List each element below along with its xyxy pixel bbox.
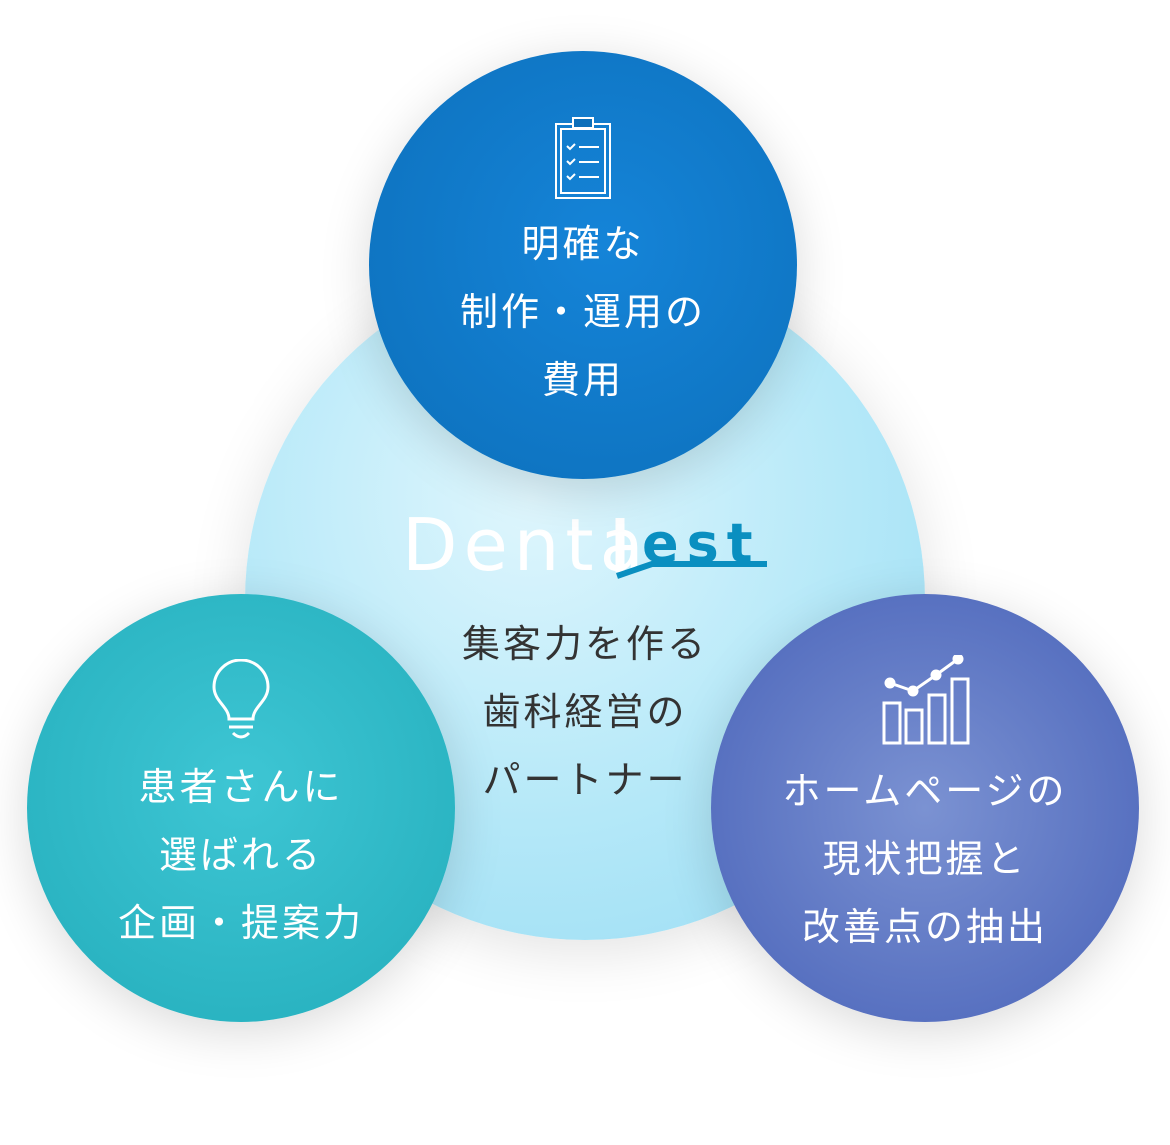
circle-label-line: 明確な (521, 222, 645, 266)
website-analysis-circle: ホームページの 現状把握と 改善点の抽出 (711, 594, 1139, 1022)
circle-label-line: 制作・運用の (459, 290, 706, 334)
circle-label-line: 費用 (541, 358, 624, 402)
cost-clarity-circle: 明確な 制作・運用の 費用 (369, 51, 797, 479)
clipboard-checklist-icon (555, 117, 611, 199)
planning-proposal-circle: 患者さんに 選ばれる 企画・提案力 (27, 594, 455, 1022)
circle-label-line: 改善点の抽出 (801, 905, 1048, 949)
circle-label-line: ホームページの (782, 769, 1068, 813)
circle-label-line: 選ばれる (158, 833, 323, 877)
dentalest-logo: Denta est (402, 503, 767, 580)
bar-line-chart-icon (882, 655, 970, 745)
circle-label-line: 患者さんに (138, 765, 344, 809)
lightbulb-icon (212, 659, 270, 739)
svg-text:Denta: Denta (402, 503, 650, 580)
circle-label-line: 企画・提案力 (117, 901, 364, 945)
tagline-line: 集客力を作る (461, 622, 708, 666)
tagline-line: パートナー (482, 758, 688, 802)
circle-label-line: 現状把握と (822, 837, 1028, 881)
center-tagline: 集客力を作る 歯科経営の パートナー (245, 610, 925, 814)
tagline-line: 歯科経営の (482, 690, 688, 734)
